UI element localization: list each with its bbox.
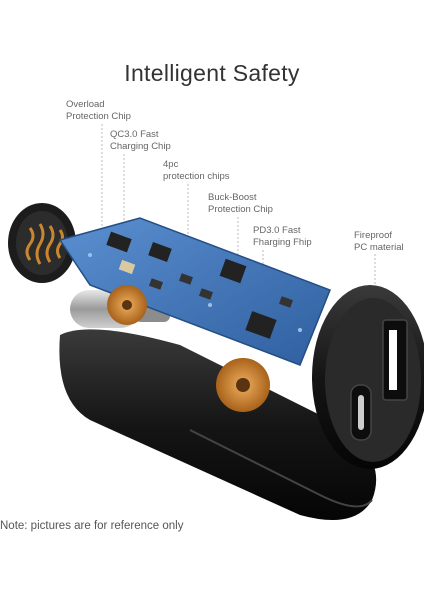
shell-bottom-edge	[189, 429, 373, 508]
usb-a-port-tongue	[389, 330, 397, 390]
buck-boost-chip	[219, 258, 247, 284]
inductor-coil-2-core	[236, 378, 250, 392]
buck-boost-label: Buck-Boost Protection Chip	[208, 192, 273, 216]
buck-boost-line2: Protection Chip	[208, 204, 273, 215]
charger-shell	[59, 329, 377, 520]
overload-protection-label: Overload Protection Chip	[66, 99, 131, 123]
usb-c-port-tongue	[358, 395, 364, 430]
protection-chip-3	[148, 278, 164, 290]
fireproof-line1: Fireproof	[354, 230, 393, 241]
overload-line2: Protection Chip	[66, 111, 131, 122]
pd30-chip	[245, 311, 277, 339]
pd30-chip-label: PD3.0 Fast Fharging Fhip	[253, 225, 312, 249]
pd30-line2: Fharging Fhip	[253, 237, 312, 248]
protection-chips-label: 4pc protection chips	[163, 159, 230, 183]
pcb-chips	[88, 231, 302, 339]
overload-chip	[106, 231, 132, 253]
pd30-line1: PD3.0 Fast	[253, 225, 301, 236]
qc30-chip	[148, 242, 172, 262]
fireproof-label: Fireproof PC material	[354, 230, 404, 254]
qc30-line2: Charging Chip	[110, 141, 171, 152]
capacitor	[118, 259, 136, 275]
protection-chips-line2: protection chips	[163, 171, 230, 182]
buck-boost-line1: Buck-Boost	[208, 192, 257, 203]
fireproof-line2: PC material	[354, 242, 404, 253]
inductor-coil-1-core	[122, 300, 132, 310]
qc30-chip-label: QC3.0 Fast Charging Chip	[110, 129, 171, 153]
pcb-via-3	[298, 328, 302, 332]
pcb-via-1	[88, 253, 92, 257]
qc30-line1: QC3.0 Fast	[110, 129, 159, 140]
page-title: Intelligent Safety	[124, 60, 300, 86]
overload-line1: Overload	[66, 99, 105, 110]
protection-chips-line1: 4pc	[163, 159, 179, 170]
spring-icon	[25, 223, 64, 265]
reference-note: Note: pictures are for reference only	[0, 520, 184, 532]
pcb-via-2	[208, 303, 212, 307]
protection-chip-4	[278, 296, 294, 308]
protection-chip-2	[198, 288, 214, 300]
protection-chip-1	[178, 273, 194, 285]
